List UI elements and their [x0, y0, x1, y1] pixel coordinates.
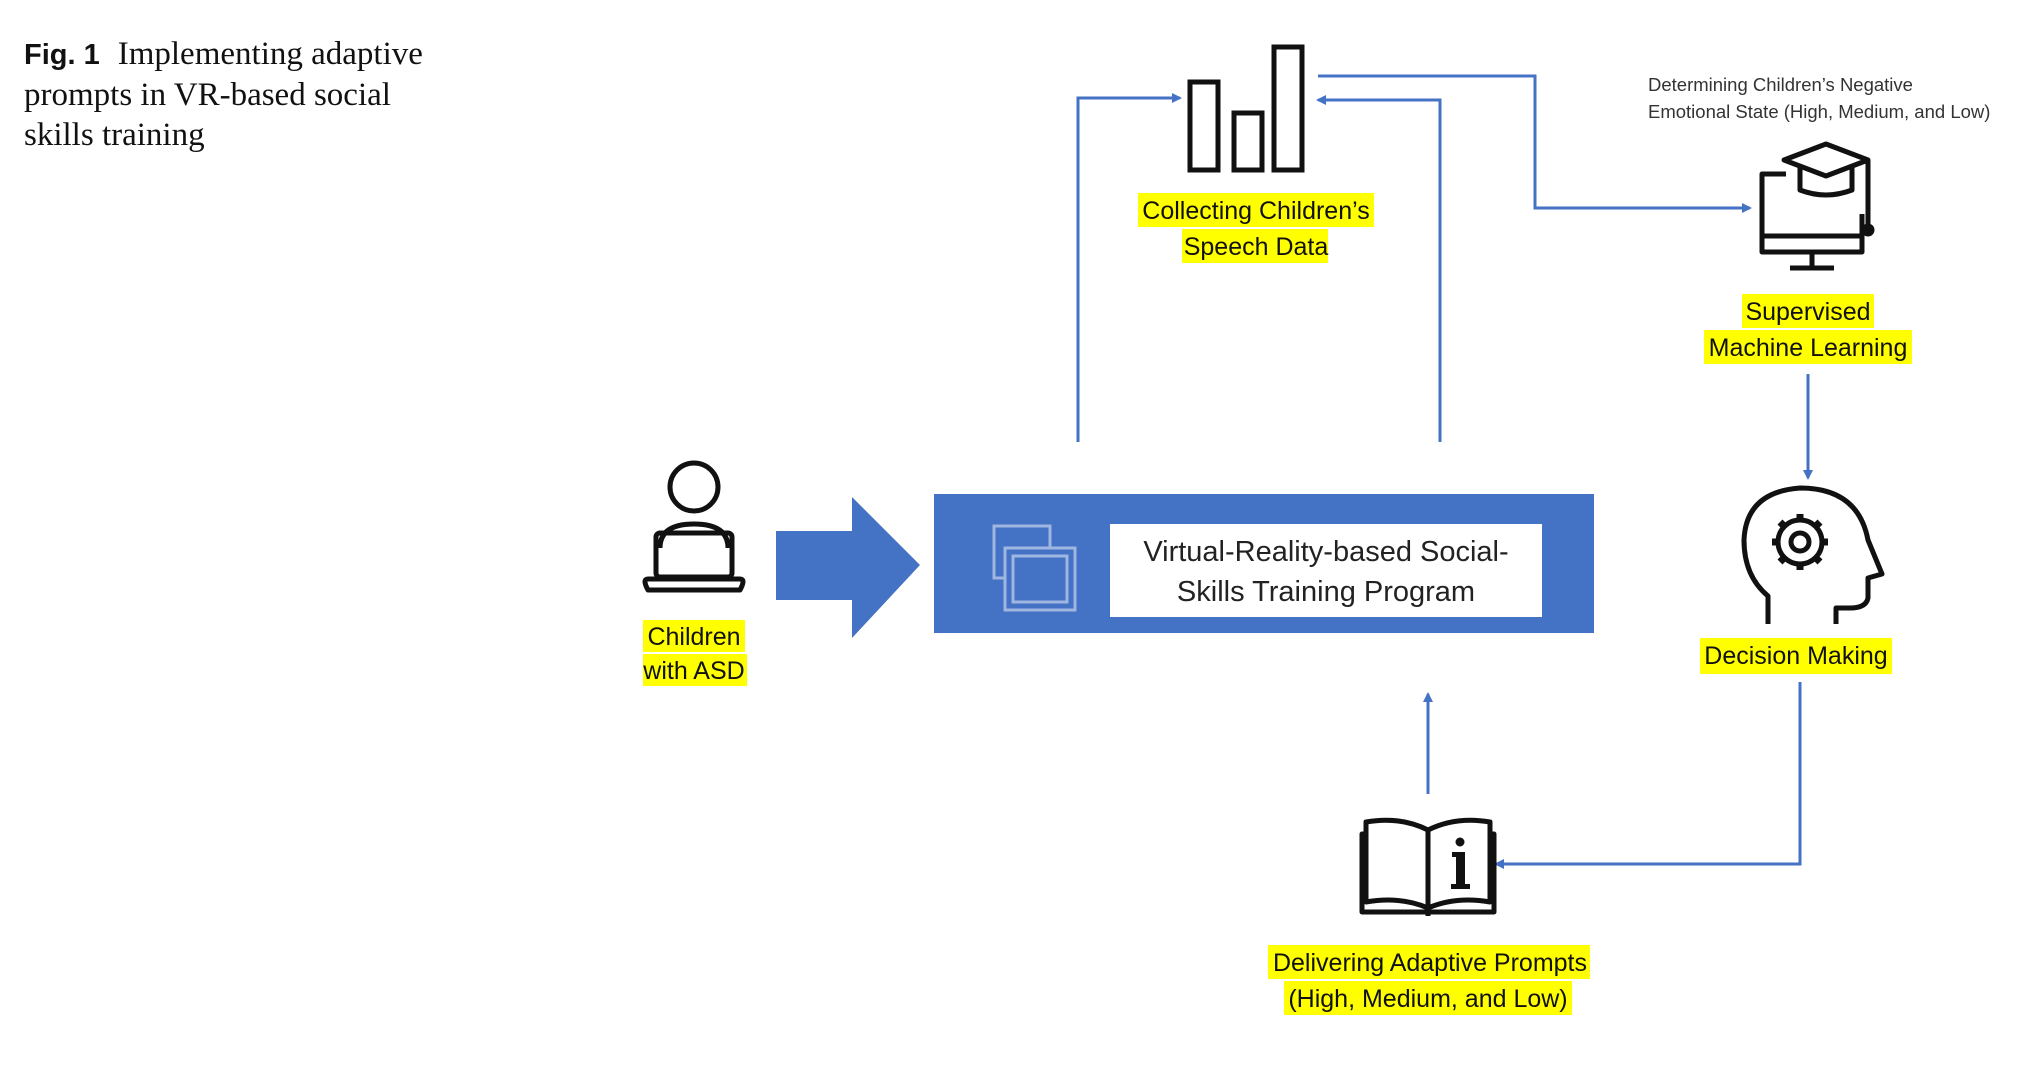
figure-label: Fig. 1 — [24, 39, 100, 71]
computer-graduation-cap-icon — [1759, 141, 1875, 271]
head-gear-icon — [1741, 485, 1885, 624]
bar-chart-icon — [1187, 44, 1305, 173]
gear-teeth — [1772, 514, 1828, 570]
ml-label-highlight-2 — [1704, 330, 1912, 364]
speech-label-highlight-1 — [1138, 193, 1374, 227]
prompts-label-line2: (High, Medium, and Low) — [1288, 985, 1567, 1013]
children-label-highlight-1 — [643, 620, 745, 652]
connectors — [1076, 74, 1813, 869]
info-glyph-icon — [1451, 837, 1470, 889]
decision-node: Decision Making — [1700, 485, 1892, 674]
speech-label-line1: Collecting Children’s — [1142, 197, 1369, 225]
children-label-line1: Children — [647, 623, 740, 651]
vr-program-node: Virtual-Reality-based Social- Skills Tra… — [934, 494, 1594, 633]
children-node: Children with ASD — [642, 460, 747, 686]
ml-label-line1: Supervised — [1745, 298, 1870, 326]
children-label-highlight-2 — [643, 654, 747, 686]
decision-label: Decision Making — [1704, 642, 1887, 670]
vr-program-label-box — [1110, 524, 1542, 617]
arrow-vr-to-speech-left — [1076, 93, 1182, 442]
children-label-line2: with ASD — [642, 657, 744, 685]
big-arrow-children-to-vr — [776, 497, 920, 638]
speech-data-node: Collecting Children’s Speech Data — [1138, 44, 1374, 263]
info-book-icon — [1359, 817, 1497, 916]
prompts-node: Delivering Adaptive Prompts (High, Mediu… — [1268, 817, 1590, 1015]
prompts-label-highlight-2 — [1284, 981, 1572, 1015]
prompts-label-line1: Delivering Adaptive Prompts — [1273, 949, 1587, 977]
vr-program-label-line1: Virtual-Reality-based Social- — [1143, 536, 1508, 568]
vr-program-label-line2: Skills Training Program — [1177, 576, 1475, 608]
arrow-vr-to-speech-right — [1316, 95, 1442, 442]
stacked-windows-icon — [992, 524, 1077, 612]
speech-label-highlight-2 — [1182, 229, 1328, 263]
speech-label-line2: Speech Data — [1184, 233, 1329, 261]
arrow-speech-to-ml — [1318, 74, 1752, 213]
ml-label-line2: Machine Learning — [1709, 334, 1908, 362]
ml-node: Supervised Machine Learning — [1704, 141, 1912, 364]
emotional-state-line1: Determining Children’s Negative — [1648, 74, 1913, 95]
emotional-state-line2: Emotional State (High, Medium, and Low) — [1648, 101, 1990, 122]
person-with-laptop-icon — [642, 460, 746, 593]
emotional-state-node: Determining Children’s Negative Emotiona… — [1648, 74, 1990, 122]
decision-label-highlight — [1700, 638, 1892, 674]
ml-label-highlight-1 — [1742, 294, 1874, 328]
prompts-label-highlight-1 — [1268, 945, 1590, 979]
arrow-decision-to-prompts — [1494, 682, 1802, 869]
figure-caption-text: Implementing adaptive prompts in VR-base… — [24, 36, 423, 153]
